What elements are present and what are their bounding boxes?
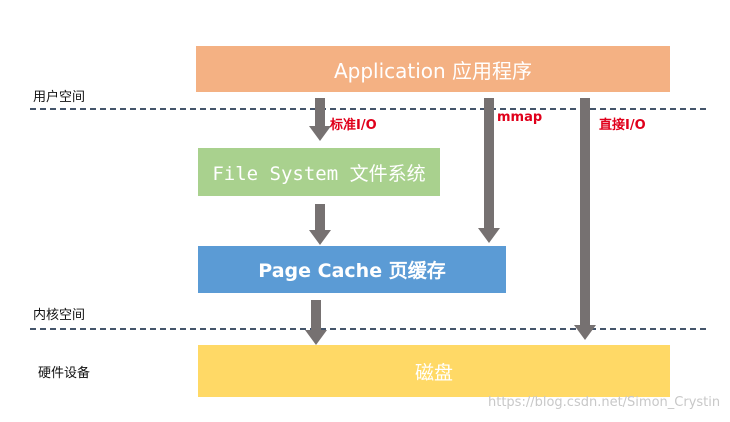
disk-label: 磁盘 xyxy=(414,361,453,384)
kernel-space-boundary-line xyxy=(30,328,706,330)
application-box: Application 应用程序 xyxy=(196,46,670,92)
arrow-page-cache-to-disk xyxy=(305,300,327,345)
file-system-label: File System 文件系统 xyxy=(212,162,426,185)
kernel-space-label: 内核空间 xyxy=(33,308,86,323)
page-cache-box: Page Cache 页缓存 xyxy=(198,246,506,293)
page-cache-label: Page Cache 页缓存 xyxy=(258,260,446,282)
user-space-label: 用户空间 xyxy=(33,90,86,105)
arrow-direct-io xyxy=(574,98,596,340)
mmap-label: mmap xyxy=(497,110,543,125)
direct-io-label: 直接I/O xyxy=(599,118,646,133)
watermark-text: https://blog.csdn.net/Simon_Crystin xyxy=(488,395,721,410)
application-label: Application 应用程序 xyxy=(333,58,533,83)
user-space-boundary-line xyxy=(30,108,706,110)
arrow-standard-io xyxy=(309,98,331,141)
hardware-label: 硬件设备 xyxy=(38,366,91,381)
disk-box: 磁盘 xyxy=(198,345,670,397)
standard-io-label: 标准I/O xyxy=(330,118,377,133)
file-system-box: File System 文件系统 xyxy=(198,148,440,196)
arrow-fs-to-page-cache xyxy=(309,204,331,245)
arrow-mmap xyxy=(478,98,500,243)
